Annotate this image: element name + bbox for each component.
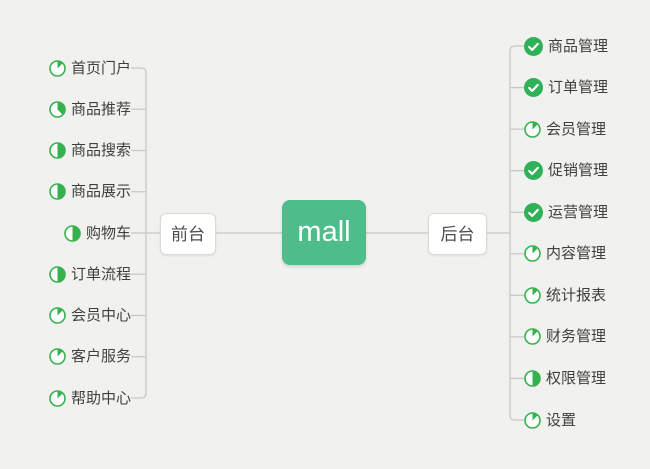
mindmap-item-left-5[interactable]: 订单流程 [49, 262, 131, 286]
progress-pie-icon [524, 120, 541, 138]
item-label: 订单流程 [70, 265, 131, 283]
check-icon [524, 202, 543, 222]
mindmap-item-left-2[interactable]: 商品搜索 [49, 139, 131, 163]
mindmap-item-right-3[interactable]: 促销管理 [524, 159, 608, 183]
progress-pie-icon [49, 183, 66, 201]
progress-pie-icon [524, 411, 541, 429]
progress-pie-icon [49, 100, 66, 118]
item-label: 运营管理 [548, 203, 609, 221]
check-icon [524, 78, 543, 98]
mindmap-item-right-1[interactable]: 订单管理 [524, 76, 608, 100]
mindmap-item-right-4[interactable]: 运营管理 [524, 200, 608, 224]
progress-pie-icon [524, 287, 541, 304]
progress-pie-icon [49, 389, 66, 407]
item-label: 首页门户 [70, 59, 131, 77]
item-label: 商品管理 [548, 37, 609, 55]
item-label: 商品推荐 [70, 100, 131, 118]
item-label: 商品展示 [70, 183, 131, 201]
item-label: 内容管理 [546, 245, 607, 263]
item-label: 会员中心 [70, 307, 131, 324]
item-label: 商品搜索 [70, 142, 131, 159]
progress-pie-icon [64, 224, 81, 242]
item-label: 客户服务 [70, 348, 131, 366]
mindmap-item-right-8[interactable]: 权限管理 [524, 366, 606, 390]
item-label: 订单管理 [548, 79, 609, 97]
mindmap-item-left-3[interactable]: 商品展示 [49, 180, 131, 204]
item-label: 促销管理 [548, 162, 609, 180]
item-label: 购物车 [85, 224, 131, 242]
item-label: 权限管理 [546, 369, 607, 387]
mindmap-item-left-8[interactable]: 帮助中心 [49, 386, 131, 410]
mindmap-item-right-6[interactable]: 统计报表 [524, 283, 606, 307]
branch-node-backend[interactable]: 后台 [428, 213, 487, 255]
root-node-label: mall [297, 216, 351, 248]
mindmap-item-left-0[interactable]: 首页门户 [49, 56, 131, 80]
item-label: 帮助中心 [70, 389, 131, 407]
mindmap-item-left-7[interactable]: 客户服务 [49, 345, 131, 369]
progress-pie-icon [49, 307, 66, 324]
mindmap-item-right-7[interactable]: 财务管理 [524, 325, 606, 349]
progress-pie-icon [49, 265, 66, 283]
branch-node-backend-label: 后台 [440, 224, 475, 244]
root-node[interactable]: mall [282, 200, 366, 265]
check-icon [524, 36, 543, 56]
item-label: 财务管理 [546, 328, 607, 346]
mindmap-item-right-0[interactable]: 商品管理 [524, 34, 608, 58]
mindmap-item-right-9[interactable]: 设置 [524, 408, 576, 432]
branch-node-frontend[interactable]: 前台 [160, 213, 216, 255]
branch-node-frontend-label: 前台 [171, 224, 205, 244]
check-icon [524, 161, 543, 181]
progress-pie-icon [524, 328, 541, 346]
progress-pie-icon [49, 348, 66, 366]
progress-pie-icon [524, 370, 541, 387]
mindmap-item-left-6[interactable]: 会员中心 [49, 304, 131, 328]
item-label: 会员管理 [546, 120, 607, 138]
progress-pie-icon [49, 142, 66, 159]
progress-pie-icon [524, 245, 541, 263]
mindmap-item-left-4[interactable]: 购物车 [64, 221, 131, 245]
mindmap-item-left-1[interactable]: 商品推荐 [49, 97, 131, 121]
mindmap-item-right-2[interactable]: 会员管理 [524, 117, 606, 141]
progress-pie-icon [49, 59, 66, 77]
mindmap-item-right-5[interactable]: 内容管理 [524, 242, 606, 266]
item-label: 统计报表 [546, 286, 607, 304]
item-label: 设置 [546, 411, 577, 429]
